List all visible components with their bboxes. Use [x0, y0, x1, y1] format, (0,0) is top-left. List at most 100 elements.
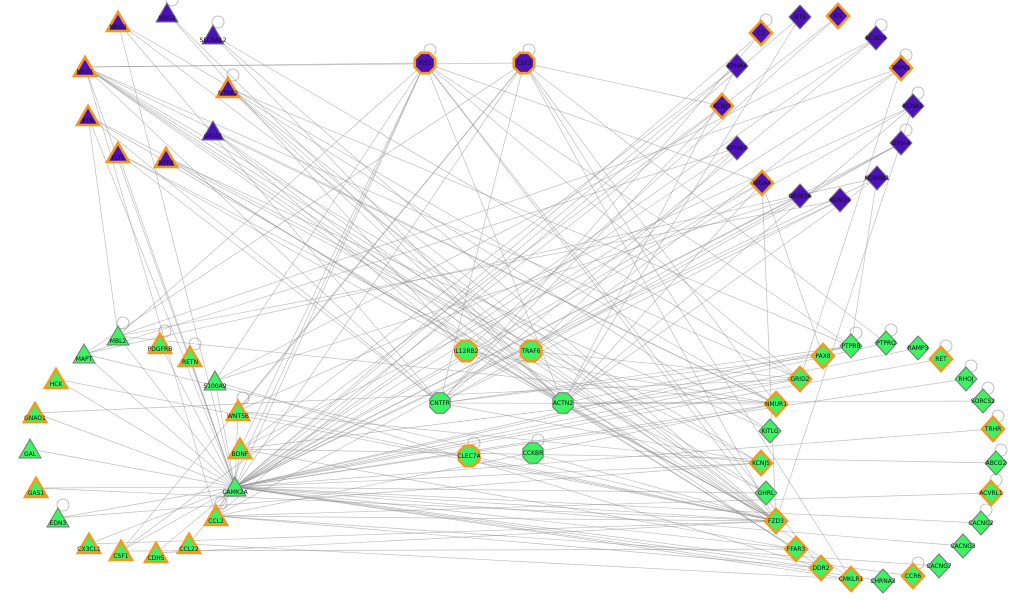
triangle-node-shape[interactable] [152, 145, 180, 169]
triangle-node-shape[interactable] [72, 343, 96, 364]
diamond-node-shape[interactable] [971, 388, 995, 414]
triangle-node-shape[interactable] [104, 9, 132, 33]
diamond-node-shape[interactable] [889, 130, 913, 156]
node-GAL[interactable]: GAL [18, 438, 42, 459]
node-IRS1[interactable]: IRS1 [413, 43, 437, 75]
node-CACNG7[interactable]: CACNG7 [926, 553, 952, 579]
diamond-node-shape[interactable] [754, 480, 778, 506]
node-GAS1[interactable]: GAS1 [22, 475, 50, 499]
node-RAMP3[interactable]: RAMP3 [906, 335, 930, 361]
diamond-node-shape[interactable] [725, 135, 749, 161]
node-CCL22[interactable]: CCL22 [175, 531, 203, 555]
diamond-node-shape[interactable] [825, 2, 851, 30]
node-CHRNA3[interactable]: CHRNA3 [870, 568, 896, 594]
triangle-node-shape[interactable] [21, 400, 49, 424]
node-TRPV1[interactable]: TRPV1 [888, 48, 914, 82]
node-RET[interactable]: RET [928, 339, 954, 373]
diamond-node-shape[interactable] [763, 390, 789, 418]
diamond-node-shape[interactable] [969, 510, 993, 536]
node-NRG2[interactable]: NRG2 [155, 0, 179, 23]
node-S100A9[interactable]: S100A9 [203, 370, 227, 391]
diamond-node-shape[interactable] [928, 345, 954, 373]
node-WNT5B[interactable]: WNT5B [224, 391, 252, 422]
triangle-node-shape[interactable] [175, 531, 203, 555]
node-CMKLR1[interactable]: CMKLR1 [838, 565, 864, 593]
diamond-node-shape[interactable] [951, 533, 975, 559]
node-CCKBR[interactable]: CCKBR [522, 433, 545, 464]
diamond-node-shape[interactable] [788, 183, 812, 209]
diamond-node-shape[interactable] [900, 562, 926, 590]
octagon-node-shape[interactable] [429, 392, 451, 414]
diamond-node-shape[interactable] [828, 187, 852, 213]
diamond-node-shape[interactable] [709, 92, 735, 120]
node-PTPRO[interactable]: PTPRO [874, 323, 898, 356]
diamond-node-shape[interactable] [901, 93, 925, 119]
node-CNTFR[interactable]: CNTFR [429, 392, 451, 414]
triangle-node-shape[interactable] [142, 540, 170, 564]
octagon-node-shape[interactable] [413, 51, 437, 75]
node-PTN[interactable]: PTN [74, 103, 102, 127]
node-NTS[interactable]: NTS [788, 4, 812, 30]
diamond-node-shape[interactable] [871, 568, 895, 594]
diamond-node-shape[interactable] [725, 53, 749, 79]
node-KCNQ3[interactable]: KCNQ3 [828, 187, 852, 213]
node-FFAR3[interactable]: FFAR3 [783, 535, 809, 563]
node-PAX8[interactable]: PAX8 [810, 342, 836, 370]
node-ACTN2[interactable]: ACTN2 [552, 392, 574, 414]
triangle-node-shape[interactable] [71, 54, 99, 78]
node-ACVRL1[interactable]: ACVRL1 [978, 473, 1004, 507]
node-CACNG3[interactable]: CACNG3 [950, 533, 976, 559]
node-KCNJ5[interactable]: KCNJ5 [748, 449, 774, 477]
node-SLC6A12[interactable]: SLC6A12 [200, 15, 227, 45]
node-PTPRB[interactable]: PTPRB [839, 326, 863, 359]
diamond-node-shape[interactable] [978, 479, 1004, 507]
triangle-node-shape[interactable] [46, 507, 70, 528]
diamond-node-shape[interactable] [748, 19, 774, 47]
triangle-node-shape[interactable] [74, 103, 102, 127]
node-BDNF[interactable]: BDNF [226, 436, 254, 460]
diamond-node-shape[interactable] [906, 335, 930, 361]
node-CLEC7A[interactable]: CLEC7A [457, 436, 482, 468]
node-MAPT[interactable]: MAPT [72, 343, 96, 364]
node-MBL2[interactable]: MBL2 [106, 316, 130, 346]
triangle-node-shape[interactable] [202, 503, 230, 527]
node-HCK[interactable]: HCK [42, 366, 70, 390]
diamond-node-shape[interactable] [864, 25, 888, 51]
octagon-node-shape[interactable] [552, 392, 574, 414]
octagon-node-shape[interactable] [522, 442, 544, 464]
node-CSF1[interactable]: CSF1 [107, 538, 135, 562]
node-CCR6[interactable]: CCR6 [900, 556, 926, 590]
node-EPHA4[interactable]: EPHA4 [725, 53, 749, 79]
node-KCNA1[interactable]: KCNA1 [901, 86, 925, 119]
diamond-node-shape[interactable] [763, 507, 789, 535]
node-TRAF6[interactable]: TRAF6 [519, 339, 543, 363]
node-SORCS2[interactable]: SORCS2 [971, 381, 995, 414]
triangle-node-shape[interactable] [223, 476, 247, 497]
diamond-node-shape[interactable] [954, 366, 978, 392]
diamond-node-shape[interactable] [749, 169, 775, 197]
node-CSF2[interactable]: CSF2 [512, 43, 536, 75]
node-GRIA4[interactable]: GRIA4 [889, 123, 913, 156]
diamond-node-shape[interactable] [980, 415, 1006, 443]
octagon-node-shape[interactable] [457, 444, 481, 468]
diamond-node-shape[interactable] [808, 554, 834, 582]
diamond-node-shape[interactable] [838, 565, 864, 593]
octagon-node-shape[interactable] [512, 51, 536, 75]
diamond-node-shape[interactable] [788, 4, 812, 30]
node-NRG3[interactable]: NRG3 [104, 9, 132, 33]
diamond-node-shape[interactable] [810, 342, 836, 370]
triangle-node-shape[interactable] [214, 75, 242, 99]
node-EDN3[interactable]: EDN3 [46, 498, 70, 528]
node-CACNG2[interactable]: CACNG2 [968, 503, 994, 536]
node-IL12RB2[interactable]: IL12RB2 [454, 339, 479, 363]
triangle-node-shape[interactable] [224, 398, 252, 422]
node-NRG1[interactable]: NRG1 [71, 54, 99, 78]
triangle-node-shape[interactable] [201, 24, 225, 45]
triangle-node-shape[interactable] [75, 531, 103, 555]
triangle-node-shape[interactable] [155, 2, 179, 23]
node-RETN[interactable]: RETN [176, 337, 204, 368]
diamond-node-shape[interactable] [874, 330, 898, 356]
triangle-node-shape[interactable] [106, 325, 130, 346]
